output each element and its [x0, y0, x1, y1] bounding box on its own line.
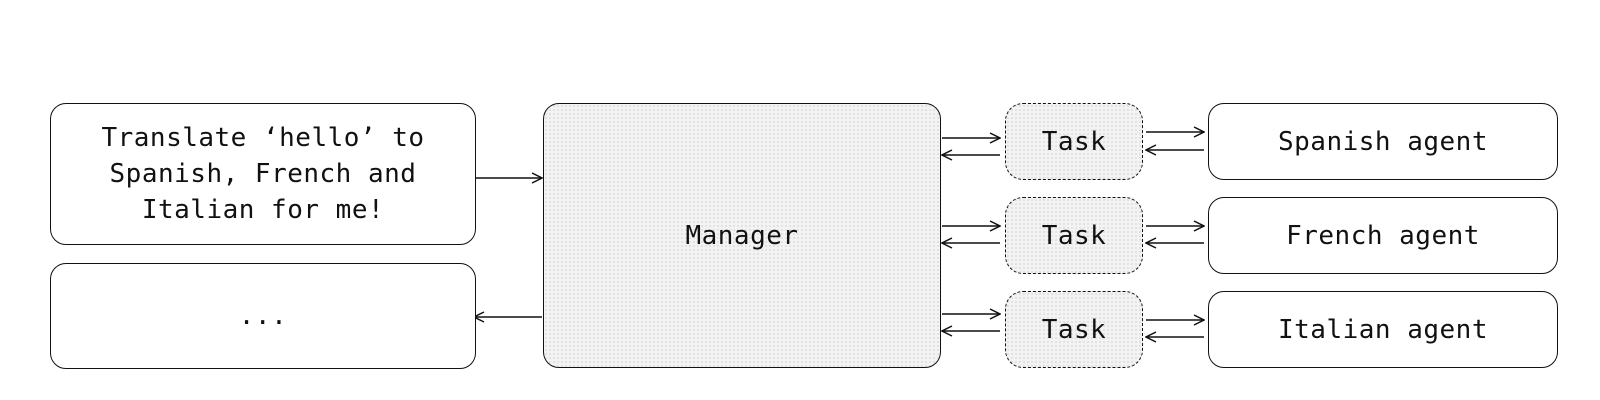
agent-box-spanish: Spanish agent — [1208, 103, 1558, 180]
agent-box-french: French agent — [1208, 197, 1558, 274]
manager-label: Manager — [685, 220, 799, 251]
task-label: Task — [1041, 220, 1107, 251]
prompt-text: Translate ‘hello’ to Spanish, French and… — [101, 123, 425, 225]
manager-box: Manager — [543, 103, 941, 368]
agent-label: French agent — [1286, 220, 1480, 251]
agent-label: Italian agent — [1278, 314, 1488, 345]
task-box-1: Task — [1005, 103, 1143, 180]
task-box-3: Task — [1005, 291, 1143, 368]
agent-box-italian: Italian agent — [1208, 291, 1558, 368]
output-text: ... — [238, 301, 288, 331]
agent-label: Spanish agent — [1278, 126, 1488, 157]
task-box-2: Task — [1005, 197, 1143, 274]
prompt-box: Translate ‘hello’ to Spanish, French and… — [50, 103, 476, 245]
output-box: ... — [50, 263, 476, 369]
task-label: Task — [1041, 314, 1107, 345]
task-label: Task — [1041, 126, 1107, 157]
